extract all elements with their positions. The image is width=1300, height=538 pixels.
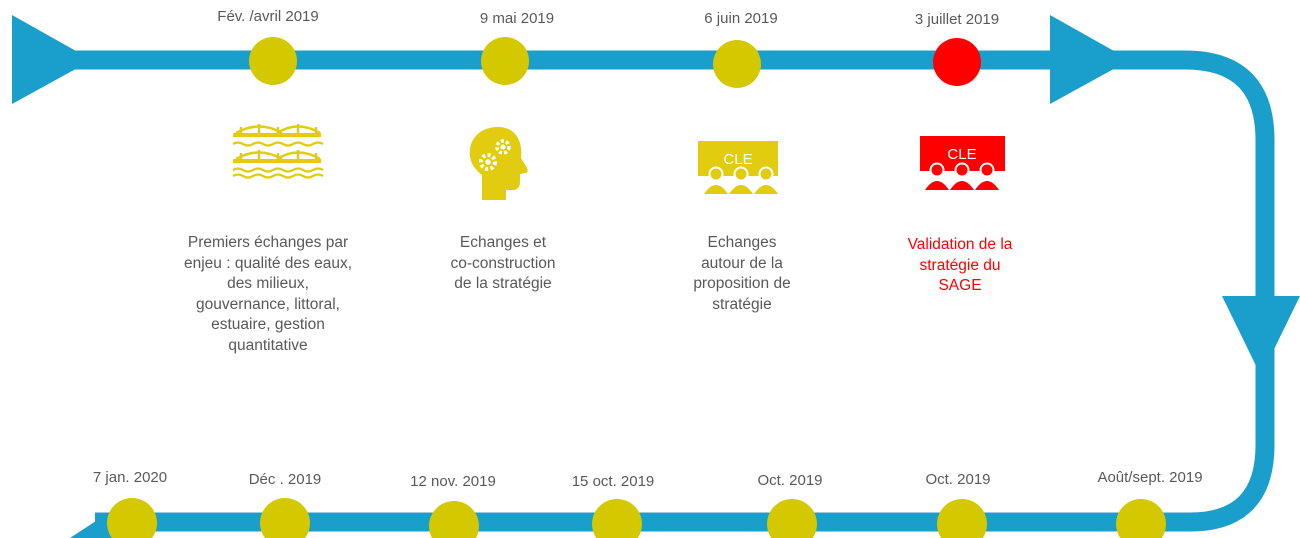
milestone-date: 9 mai 2019	[479, 10, 555, 27]
milestone-dot	[429, 501, 479, 538]
milestone-dot	[592, 499, 642, 538]
head-gears-icon	[469, 127, 528, 200]
milestone-dot-active	[933, 38, 981, 86]
assembly-icon-active: CLE	[920, 136, 1005, 190]
milestone-dot	[713, 40, 761, 88]
right-down-arrowhead	[1222, 296, 1300, 376]
assembly-icon: CLE	[698, 141, 778, 194]
timeline-line	[50, 50, 1275, 532]
milestone-dot	[249, 37, 297, 85]
assembly-label: CLE	[723, 151, 752, 168]
milestone-date: 3 juillet 2019	[914, 11, 1000, 28]
milestone-dot	[937, 499, 987, 538]
milestone-date: Oct. 2019	[757, 472, 823, 489]
milestone-description: Echanges autour de la proposition de str…	[693, 234, 791, 313]
milestone-dot	[107, 498, 157, 538]
top-right-arrowhead	[1050, 15, 1130, 104]
milestone-dot	[481, 37, 529, 85]
milestone-date: Oct. 2019	[925, 471, 991, 488]
milestone-date: 15 oct. 2019	[571, 473, 655, 490]
milestone-date: Août/sept. 2019	[1097, 469, 1203, 486]
milestone-dot	[260, 498, 310, 538]
milestone-dot	[1116, 499, 1166, 538]
milestone-description: Premiers échanges par enjeu : qualité de…	[183, 234, 353, 354]
milestone-dot	[767, 499, 817, 538]
assembly-label: CLE	[947, 146, 976, 163]
milestone-description-active: Validation de la stratégie du SAGE	[907, 236, 1013, 294]
milestone-date: 6 juin 2019	[704, 10, 778, 27]
milestone-date: Déc . 2019	[248, 471, 322, 488]
milestone-description: Echanges et co-construction de la straté…	[450, 234, 556, 292]
milestone-date: 12 nov. 2019	[410, 473, 496, 490]
start-arrowhead	[12, 15, 92, 104]
milestone-date: Fév. /avril 2019	[217, 8, 319, 25]
milestone-date: 7 jan. 2020	[92, 469, 168, 486]
bridges-icon	[232, 124, 324, 179]
